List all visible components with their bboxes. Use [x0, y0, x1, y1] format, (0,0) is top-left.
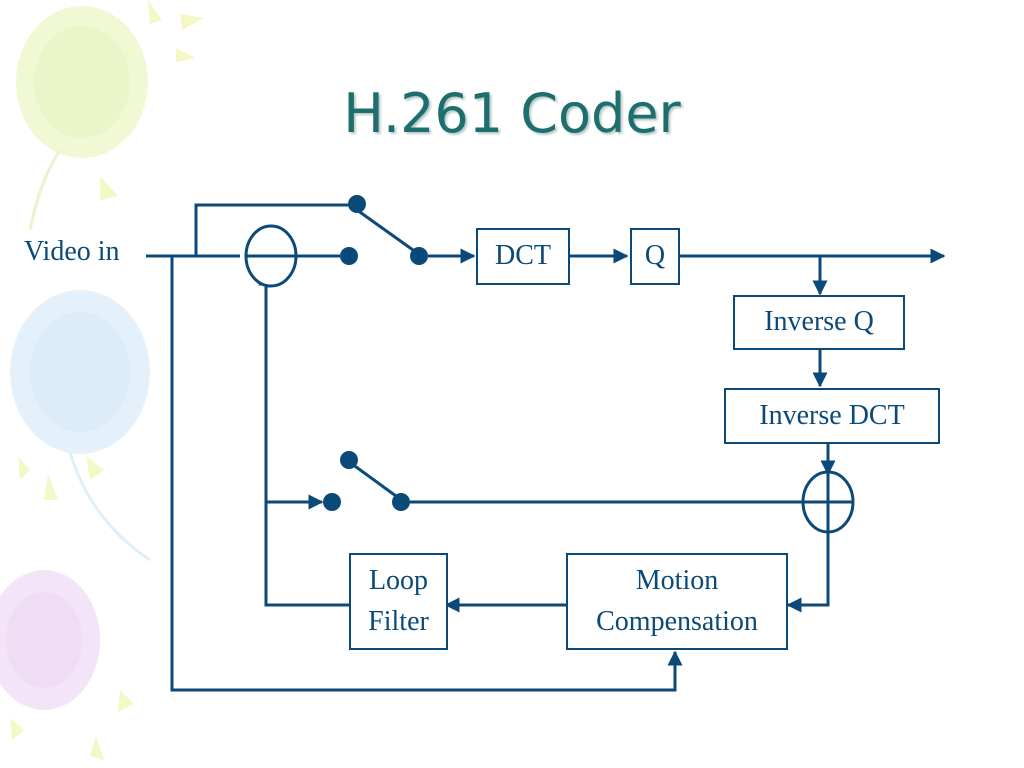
intra-bypass-line: [194, 203, 350, 256]
inverse-dct-block: Inverse DCT: [724, 388, 940, 444]
motion-compensation-block: Motion Compensation: [566, 553, 788, 650]
inverse-q-block: Inverse Q: [733, 295, 905, 350]
dct-label: DCT: [495, 240, 551, 272]
quantizer-block: Q: [630, 228, 680, 285]
inverse-q-label: Inverse Q: [764, 306, 874, 338]
switch-contact-inter: [340, 247, 358, 265]
loop-filter-label-line-1: Loop: [368, 564, 429, 596]
dct-block: DCT: [476, 228, 570, 285]
balloon-blue: [10, 290, 151, 562]
feedback-switch-arm: [351, 462, 397, 498]
adder-plus-sign: [803, 472, 853, 532]
video-in-label: Video in: [24, 236, 120, 267]
switch-contact-intra: [348, 195, 366, 213]
motion-compensation-label-line-1: Motion: [635, 564, 719, 596]
prediction-to-subtractor-arrow: [258, 270, 350, 607]
loop-filter-block: Loop Filter: [349, 553, 448, 650]
slide-title: H.261 Coder: [343, 82, 681, 145]
quantizer-label: Q: [644, 240, 666, 272]
feedback-switch-contact: [323, 493, 341, 511]
balloon-purple: [0, 570, 134, 760]
feedback-switch-open-contact: [340, 451, 358, 469]
input-to-mc-arrow: [170, 256, 683, 692]
feedback-switch-common: [392, 493, 410, 511]
motion-compensation-label-line-2: Compensation: [596, 605, 758, 637]
mode-switch-arm: [356, 208, 414, 252]
balloon-green: [16, 0, 204, 231]
inverse-dct-label: Inverse DCT: [759, 399, 905, 431]
loop-filter-label-line-2: Filter: [368, 605, 429, 637]
switch-contact-common: [410, 247, 428, 265]
adder-to-mc-arrow: [786, 532, 830, 613]
